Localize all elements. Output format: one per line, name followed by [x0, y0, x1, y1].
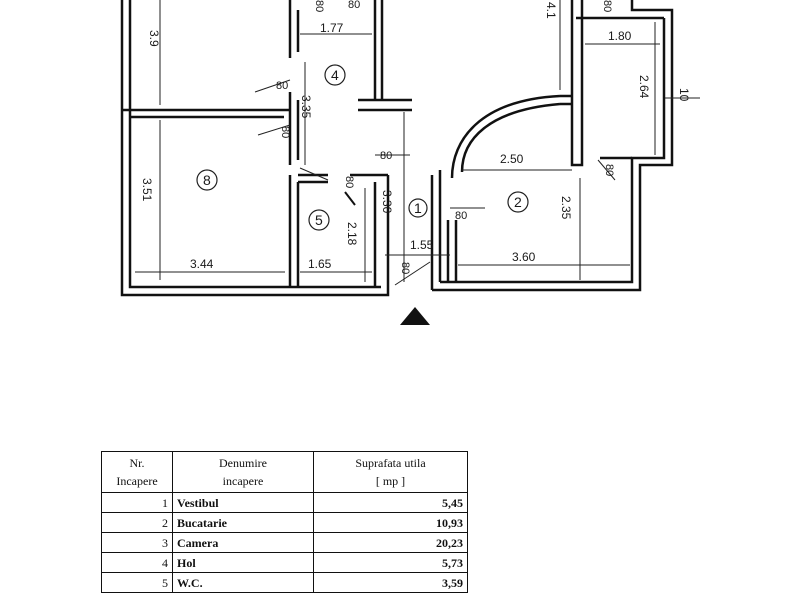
dim-label: 4.1 — [544, 2, 558, 19]
dim-label: 3.60 — [512, 250, 536, 264]
door-label: 80 — [276, 80, 288, 92]
table-header-row: Nr. Incapere Denumire incapere Suprafata… — [101, 451, 468, 493]
table-row: 5 W.C. 3,59 — [101, 572, 468, 593]
row-nr: 3 — [101, 532, 173, 553]
dim-label: 3.30 — [380, 190, 394, 214]
dim-label: 1.80 — [608, 29, 632, 43]
dim-label: 1.77 — [320, 21, 344, 35]
dim-label: 1.65 — [308, 257, 332, 271]
door-label: 80 — [603, 164, 615, 176]
room-number-markers: 1 2 4 5 8 — [196, 64, 529, 231]
entrance-arrow-icon — [400, 307, 430, 325]
dim-label: 2.18 — [345, 222, 359, 246]
dim-label: 1.55 — [410, 238, 434, 252]
floor-plan: 3.9 1.77 3.35 3.51 3.44 2.18 1.65 3.30 1… — [120, 0, 700, 325]
dim-label: 3.44 — [190, 257, 214, 271]
header-area-line: Suprafata utila — [355, 456, 426, 470]
door-swing-marker — [344, 191, 356, 206]
door-marks — [254, 79, 616, 286]
door-label: 80 — [348, 0, 360, 11]
row-name: Bucatarie — [172, 512, 314, 533]
header-area: Suprafata utila [ mp ] — [313, 451, 468, 493]
header-name-line: Denumire — [219, 456, 267, 470]
walls — [120, 0, 674, 297]
header-name: Denumire incapere — [172, 451, 314, 493]
row-area: 5,45 — [313, 492, 468, 513]
row-area: 3,59 — [313, 572, 468, 593]
door-label: 80 — [601, 0, 613, 12]
row-name: Vestibul — [172, 492, 314, 513]
door-label: 80 — [455, 210, 467, 222]
table-row: 2 Bucatarie 10,93 — [101, 512, 468, 533]
dim-label: 10 — [677, 88, 691, 102]
dim-label: 3.9 — [147, 30, 161, 47]
room-number: 4 — [331, 67, 339, 83]
header-name-line: incapere — [222, 474, 264, 488]
header-area-line: [ mp ] — [375, 474, 406, 488]
row-nr: 1 — [101, 492, 173, 513]
dim-label: 3.35 — [299, 95, 313, 119]
area-table: Nr. Incapere Denumire incapere Suprafata… — [101, 451, 468, 593]
room-number: 8 — [203, 172, 211, 188]
header-nr-line: Nr. — [129, 456, 145, 470]
row-nr: 4 — [101, 552, 173, 573]
dim-label: 2.64 — [637, 75, 651, 99]
room-number: 1 — [414, 200, 422, 216]
door-width-labels: 80 80 80 80 80 80 80 80 80 80 — [276, 0, 615, 274]
door-label: 80 — [380, 150, 392, 162]
room-number: 5 — [315, 212, 323, 228]
dim-label: 3.51 — [140, 178, 154, 202]
door-label: 80 — [399, 262, 411, 274]
row-name: Hol — [172, 552, 314, 573]
room-number: 2 — [514, 194, 522, 210]
table-row: 3 Camera 20,23 — [101, 532, 468, 553]
header-nr-line: Incapere — [116, 474, 158, 488]
row-name: W.C. — [172, 572, 314, 593]
row-area: 20,23 — [313, 532, 468, 553]
dim-label: 2.35 — [559, 196, 573, 220]
row-name: Camera — [172, 532, 314, 553]
table-row: 1 Vestibul 5,45 — [101, 492, 468, 513]
door-label: 80 — [343, 176, 355, 188]
table-row: 4 Hol 5,73 — [101, 552, 468, 573]
dim-label: 2.50 — [500, 152, 524, 166]
row-area: 5,73 — [313, 552, 468, 573]
row-nr: 5 — [101, 572, 173, 593]
dimension-labels: 3.9 1.77 3.35 3.51 3.44 2.18 1.65 3.30 1… — [140, 2, 691, 271]
header-nr: Nr. Incapere — [101, 451, 173, 493]
row-nr: 2 — [101, 512, 173, 533]
door-label: 80 — [313, 0, 325, 12]
row-area: 10,93 — [313, 512, 468, 533]
dimension-lines — [135, 0, 700, 282]
door-label: 80 — [279, 126, 291, 138]
